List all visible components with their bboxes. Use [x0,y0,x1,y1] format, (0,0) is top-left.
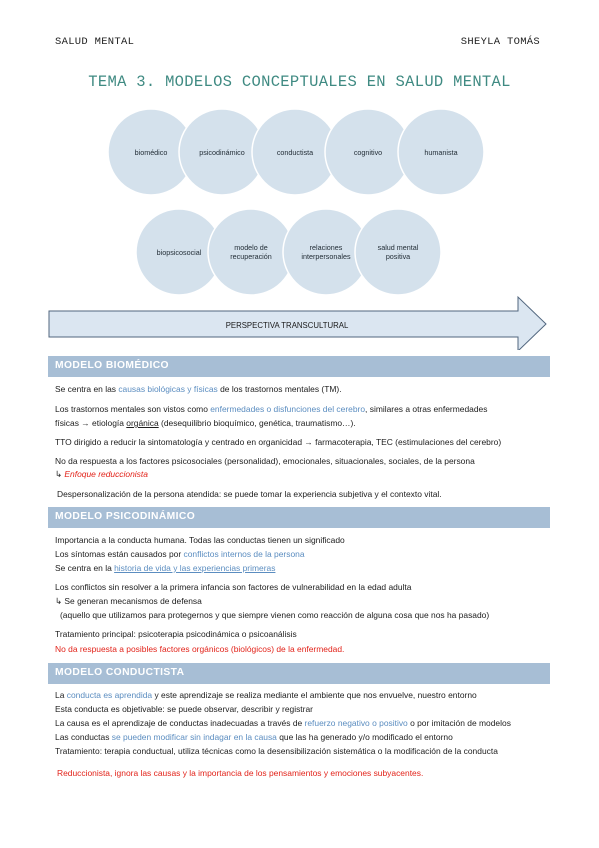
biomedico-line-6: ↳ Enfoque reduccionista [55,469,148,479]
section-heading-psicodinamico: MODELO PSICODINÁMICO [48,507,550,528]
running-header-left: SALUD MENTAL [55,36,135,48]
label-biomedico: biomédico [135,148,168,157]
conductista-line-3: La causa es el aprendizaje de conductas … [55,718,511,728]
page-title: TEMA 3. MODELOS CONCEPTUALES EN SALUD ME… [88,73,511,91]
conductista-line-4: Las conductas se pueden modificar sin in… [55,732,453,742]
label-cognitivo: cognitivo [354,148,382,157]
label-relaciones-1: relaciones [310,243,343,252]
biomedico-line-5: No da respuesta a los factores psicosoci… [55,456,475,466]
psicodinamico-line-5: ↳ Se generan mecanismos de defensa [55,596,202,606]
label-biopsicosocial: biopsicosocial [157,248,202,257]
models-diagram: biomédico psicodinámico conductista cogn… [48,108,547,350]
biomedico-line-4: TTO dirigido a reducir la sintomatología… [55,437,502,447]
biomedico-line-2: Los trastornos mentales son vistos como … [55,404,488,414]
biomedico-line-1: Se centra en las causas biológicas y fís… [55,384,342,394]
running-header-right: SHEYLA TOMÁS [460,36,540,48]
label-recuperacion-2: recuperación [230,252,272,261]
psicodinamico-line-2: Los síntomas están causados por conflict… [55,549,305,559]
circle-humanista [397,108,485,196]
label-salud-positiva-1: salud mental [378,243,419,252]
psicodinamico-line-6: (aquello que utilizamos para protegernos… [60,610,490,620]
biomedico-line-7: Despersonalización de la persona atendid… [57,489,442,499]
conductista-line-6: Reduccionista, ignora las causas y la im… [57,768,424,778]
section-heading-conductista: MODELO CONDUCTISTA [48,663,550,684]
psicodinamico-line-8: No da respuesta a posibles factores orgá… [55,644,345,654]
label-psicodinamico: psicodinámico [199,148,245,157]
transcultural-arrow [48,295,547,350]
label-salud-positiva-2: positiva [386,252,410,261]
label-recuperacion-1: modelo de [234,243,268,252]
psicodinamico-line-7: Tratamiento principal: psicoterapia psic… [55,629,297,639]
label-humanista: humanista [424,148,457,157]
label-conductista: conductista [277,148,313,157]
conductista-line-2: Esta conducta es objetivable: se puede o… [55,704,313,714]
biomedico-line-3: físicas → etiología orgánica (desequilib… [55,418,356,428]
conductista-line-1: La conducta es aprendida y este aprendiz… [55,690,477,700]
conductista-line-5: Tratamiento: terapia conductual, utiliza… [55,746,498,756]
label-relaciones-2: interpersonales [301,252,351,261]
section-heading-biomedico: MODELO BIOMÉDICO [48,356,550,377]
psicodinamico-line-1: Importancia a la conducta humana. Todas … [55,535,345,545]
psicodinamico-line-3: Se centra en la historia de vida y las e… [55,563,276,573]
arrow-label: PERSPECTIVA TRANSCULTURAL [226,321,349,330]
psicodinamico-line-4: Los conflictos sin resolver a la primera… [55,582,412,592]
circle-salud-positiva [354,208,442,296]
